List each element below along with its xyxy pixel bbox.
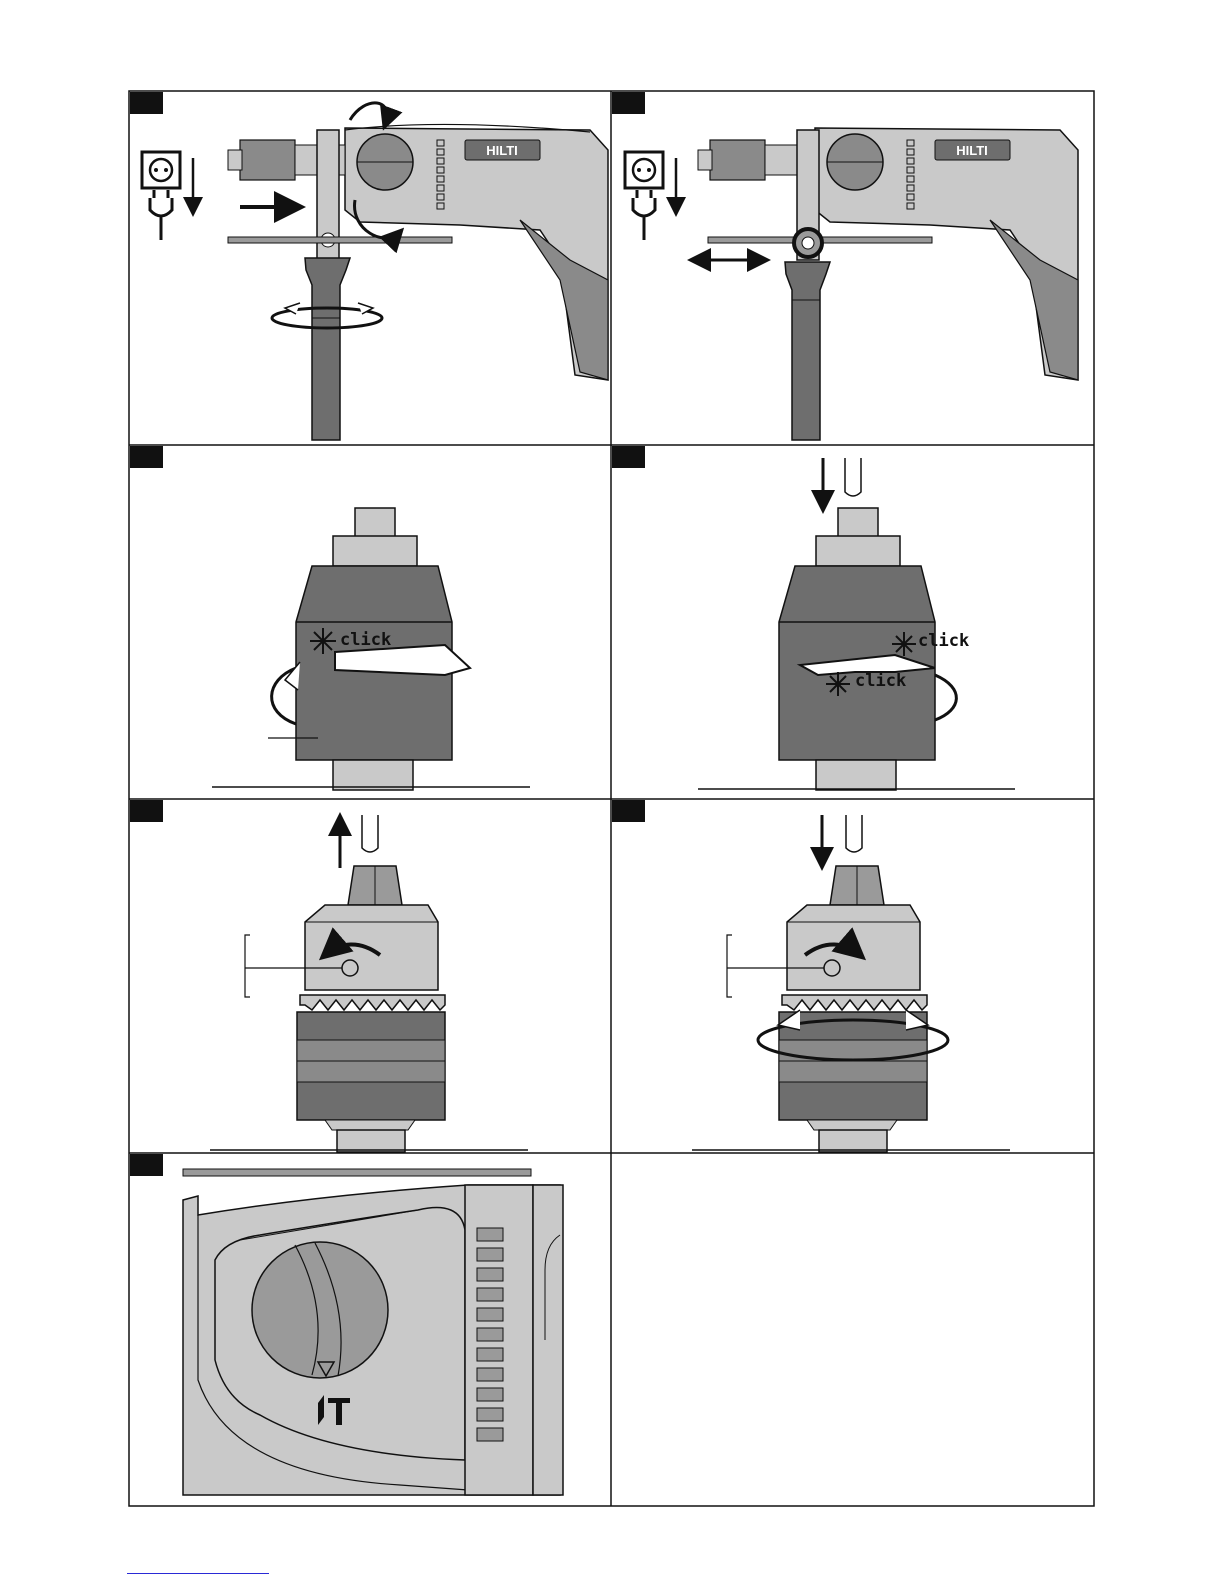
plug-icon <box>150 190 172 240</box>
socket-icon <box>625 152 663 188</box>
brand-logo: HILTI <box>956 143 988 158</box>
drill-bit-icon <box>845 458 861 496</box>
side-handle <box>785 262 830 440</box>
footer-rule <box>127 1573 269 1574</box>
figure-tab-2 <box>612 92 645 114</box>
mode-selector-dial <box>252 1242 388 1378</box>
socket-icon <box>142 152 180 188</box>
figure-tab-5 <box>130 800 163 822</box>
click-label-top: click <box>918 631 969 651</box>
panel-7 <box>183 1169 563 1495</box>
drill-bit-icon <box>362 815 378 852</box>
panel-4: click click <box>698 458 1015 790</box>
key-hole <box>824 960 840 976</box>
panel-3: click <box>212 508 530 790</box>
key-hole <box>342 960 358 976</box>
figure-tab-3 <box>130 446 163 468</box>
figure-tab-1 <box>130 92 163 114</box>
side-handle <box>305 258 350 440</box>
click-label-bottom: click <box>855 671 906 691</box>
drill-chuck <box>240 140 295 180</box>
panel-6 <box>692 815 1010 1152</box>
vent-slots <box>477 1228 503 1441</box>
figure-tab-4 <box>612 446 645 468</box>
click-label: click <box>340 630 391 650</box>
figure-tab-6 <box>612 800 645 822</box>
gear-ring <box>300 995 445 1010</box>
drill-chuck <box>710 140 765 180</box>
figure-tab-7 <box>130 1154 163 1176</box>
gear-ring <box>782 995 927 1010</box>
plug-icon <box>633 190 655 240</box>
depth-gauge-rod <box>228 237 452 243</box>
panel-5 <box>210 815 528 1152</box>
panel-1: HILTI <box>142 103 608 440</box>
keyed-chuck-sleeve <box>787 905 920 990</box>
rotate-arrows-icon <box>350 103 387 125</box>
brand-logo: HILTI <box>486 143 518 158</box>
panel-2: HILTI <box>625 128 1078 440</box>
drill-bit-icon <box>846 815 862 852</box>
